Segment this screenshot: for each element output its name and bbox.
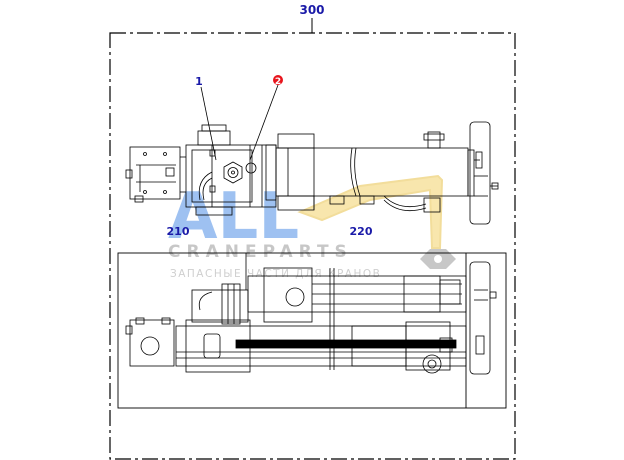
watermark: ALL CRANEPARTS ЗАПАСНЫЕ ЧАСТИ ДЛЯ КРАНОВ bbox=[168, 174, 456, 280]
group-label-210[interactable]: 210 bbox=[167, 225, 190, 238]
callout-2[interactable]: 2 bbox=[275, 77, 281, 87]
lower-assembly bbox=[125, 253, 497, 375]
upper-assembly bbox=[125, 121, 499, 225]
callout-2-marker[interactable] bbox=[273, 75, 283, 85]
watermark-tagline: ЗАПАСНЫЕ ЧАСТИ ДЛЯ КРАНОВ bbox=[170, 268, 381, 280]
callout-2-leader bbox=[249, 84, 279, 161]
watermark-crane-shape bbox=[297, 174, 444, 249]
callout-1-leader bbox=[200, 86, 217, 161]
callout-1[interactable]: 1 bbox=[195, 75, 203, 88]
watermark-bolt-icon bbox=[420, 249, 456, 269]
watermark-brand-text: CRANEPARTS bbox=[168, 242, 353, 262]
assembly-label[interactable]: 300 bbox=[299, 3, 324, 17]
group-label-220[interactable]: 220 bbox=[350, 225, 373, 238]
watermark-logo-letters: ALL bbox=[168, 180, 299, 254]
